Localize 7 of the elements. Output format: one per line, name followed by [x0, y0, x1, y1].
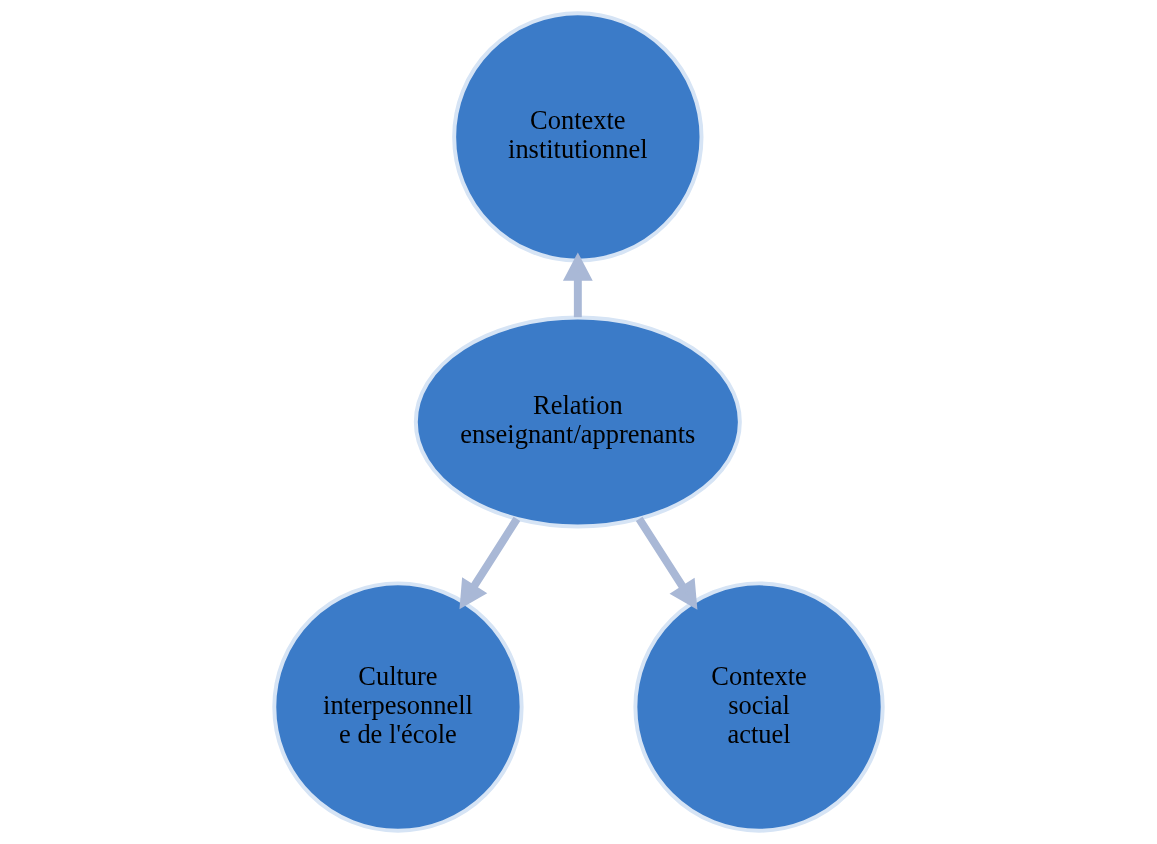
node-circle: Culture interpesonnell e de l'école — [272, 581, 524, 833]
arrow — [562, 252, 593, 318]
node-ellipse: Relation enseignant/apprenants — [413, 315, 742, 529]
node-circle: Contexte social actuel — [633, 581, 885, 833]
node-circle: Contexte institutionnel — [452, 11, 704, 263]
arrow — [635, 516, 698, 610]
arrow — [459, 516, 521, 610]
